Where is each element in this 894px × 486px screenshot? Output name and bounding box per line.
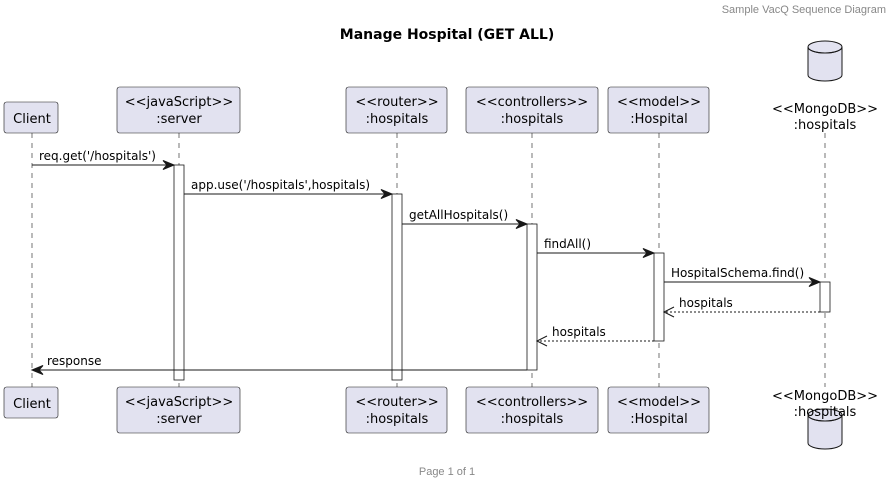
participant-label: :hospitals <box>501 412 564 427</box>
participant-server-top <box>116 86 241 134</box>
message-label: HospitalSchema.find() <box>671 266 804 280</box>
message-label: app.use('/hospitals',hospitals) <box>191 178 370 192</box>
participant-server-bottom <box>116 386 241 434</box>
message-5 <box>662 306 820 318</box>
participant-label: <<router>> <box>355 395 438 410</box>
arrowhead-icon <box>535 335 548 347</box>
participant-label: <<javaScript>> <box>125 395 234 410</box>
participant-label: :server <box>156 412 202 427</box>
database-icon <box>807 414 843 450</box>
participant-router-top <box>345 86 448 134</box>
message-label: getAllHospitals() <box>409 208 508 222</box>
activation-bar-server <box>173 164 185 381</box>
participant-label: <<controllers>> <box>476 395 588 410</box>
message-label: req.get('/hospitals') <box>39 149 156 163</box>
message-7 <box>30 365 527 375</box>
participant-label: <<router>> <box>355 95 438 110</box>
arrowhead-icon <box>642 248 656 258</box>
participant-label: :Hospital <box>630 112 687 127</box>
activation-bar-router <box>391 193 403 381</box>
arrowhead-icon <box>808 277 822 287</box>
arrowhead-icon <box>380 189 394 199</box>
message-label: findAll() <box>544 237 591 251</box>
participant-controllers-bottom <box>465 386 599 434</box>
participant-mongodb-bottom <box>807 408 843 450</box>
database-icon <box>807 46 843 82</box>
participant-label: <<model>> <box>617 395 701 410</box>
database-icon-rim <box>807 46 843 54</box>
participant-label: :hospitals <box>794 405 857 420</box>
message-4 <box>664 277 822 287</box>
participant-label: :server <box>156 112 202 127</box>
page-footer: Page 1 of 1 <box>418 466 476 478</box>
activation-bar-mongodb <box>819 281 831 313</box>
activation-bar-controllers <box>526 223 538 371</box>
diagram-title: Manage Hospital (GET ALL) <box>339 27 555 43</box>
participant-model-bottom <box>607 386 710 434</box>
message-3 <box>537 248 656 258</box>
participant-label: :hospitals <box>366 412 429 427</box>
message-1 <box>184 189 394 199</box>
participant-client-top <box>3 101 59 134</box>
participant-label: Client <box>13 397 51 412</box>
message-0 <box>32 160 176 170</box>
participant-mongodb-top <box>807 40 843 82</box>
participant-label: <<MongoDB>> <box>772 102 878 117</box>
participant-label: <<javaScript>> <box>125 95 234 110</box>
message-label: hospitals <box>552 325 606 339</box>
arrowhead-icon <box>662 306 675 318</box>
database-icon-rim <box>807 414 843 422</box>
participant-model-top <box>607 86 710 134</box>
participant-controllers-top <box>465 86 599 134</box>
diagram-header: Sample VacQ Sequence Diagram <box>721 4 886 16</box>
arrowhead-icon <box>30 365 44 375</box>
participant-label: :hospitals <box>501 112 564 127</box>
participant-label: <<model>> <box>617 95 701 110</box>
participant-label: :Hospital <box>630 412 687 427</box>
message-2 <box>402 219 529 229</box>
message-label: hospitals <box>679 296 733 310</box>
arrowhead-icon <box>162 160 176 170</box>
participant-label: <<MongoDB>> <box>772 389 878 404</box>
activation-bar-model <box>653 252 665 342</box>
participant-label: <<controllers>> <box>476 95 588 110</box>
participant-label: :hospitals <box>366 112 429 127</box>
message-label: response <box>47 354 102 368</box>
participant-label: Client <box>13 112 51 127</box>
message-6 <box>535 335 654 347</box>
participant-label: :hospitals <box>794 118 857 133</box>
participant-router-bottom <box>345 386 448 434</box>
participant-client-bottom <box>3 386 59 419</box>
arrowhead-icon <box>515 219 529 229</box>
